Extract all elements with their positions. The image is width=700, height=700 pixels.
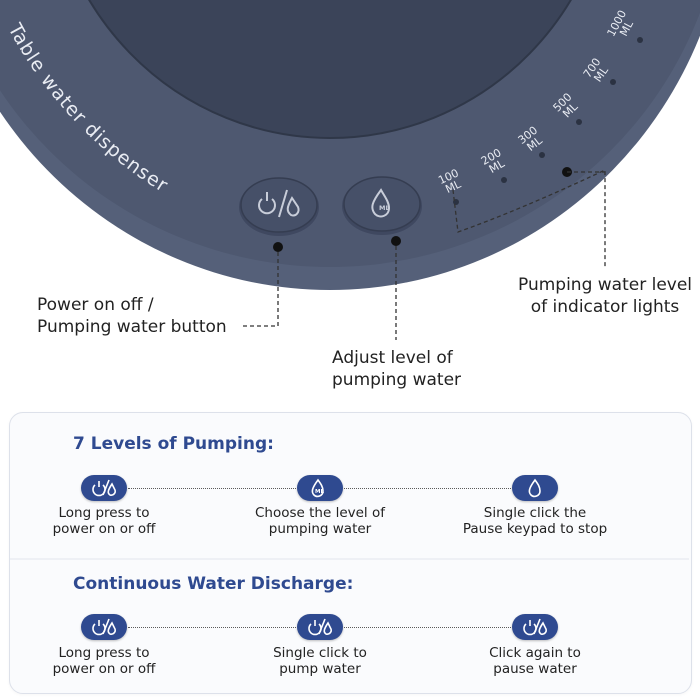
step-caption-line1: Long press to	[58, 645, 150, 661]
svg-text:ML: ML	[379, 204, 390, 212]
level-light	[501, 177, 507, 183]
step-connector	[128, 488, 296, 489]
step-icon-pill	[297, 614, 343, 640]
adjust-callout-dot	[391, 236, 401, 246]
power-callout-label: Power on off / Pumping water button	[37, 295, 227, 337]
level-label: 100ML	[436, 166, 465, 197]
power-droplet-icon	[92, 618, 116, 636]
step-caption-line1: Long press to	[58, 505, 150, 521]
dispenser-illustration: Table water dispenser ML 100ML200ML300ML…	[0, 0, 700, 340]
step-icon-pill	[81, 614, 127, 640]
power-droplet-icon	[258, 189, 300, 218]
step-icon-pill: ML	[297, 475, 343, 501]
step-caption-line1: Click again to	[489, 645, 581, 661]
section-title-levels: 7 Levels of Pumping:	[73, 434, 274, 454]
adjust-callout-label: Adjust level of pumping water	[332, 348, 462, 390]
step-caption-line2: pumping water	[268, 521, 372, 537]
step-icon-pill	[81, 475, 127, 501]
power-button[interactable]	[239, 177, 319, 236]
step-icon-pill	[512, 475, 558, 501]
power-droplet-icon	[523, 618, 547, 636]
step-connector	[344, 488, 511, 489]
power-callout-line	[243, 252, 279, 327]
step-caption-line2: power on or off	[52, 521, 156, 537]
dispenser-top	[89, 0, 571, 138]
section-divider	[10, 558, 689, 560]
power-callout-dot	[273, 242, 283, 252]
level-light	[539, 152, 545, 158]
level-light	[637, 37, 643, 43]
instructions-card	[9, 412, 692, 694]
step-caption-line1: Single click to	[273, 645, 367, 661]
step-connector	[128, 627, 296, 628]
level-light	[610, 79, 616, 85]
power-droplet-icon	[308, 618, 332, 636]
level-light	[576, 119, 582, 125]
step-caption-line2: pause water	[493, 661, 577, 677]
indicator-bracket	[452, 168, 606, 268]
step-caption-line2: power on or off	[52, 661, 156, 677]
droplet-ml-icon: ML	[371, 188, 391, 218]
indicator-callout-label: Pumping water level of indicator lights	[518, 275, 693, 317]
power-droplet-icon	[92, 479, 116, 497]
section-title-continuous: Continuous Water Discharge:	[73, 574, 354, 594]
step-caption-line1: Choose the level of	[255, 505, 385, 521]
droplet-ml-icon: ML	[311, 478, 324, 498]
step-icon-pill	[512, 614, 558, 640]
step-connector	[344, 627, 511, 628]
step-caption-line1: Single click the	[483, 505, 587, 521]
adjust-level-button[interactable]: ML	[342, 176, 422, 235]
droplet-icon	[528, 478, 541, 498]
svg-text:ML: ML	[315, 489, 324, 495]
step-caption-line2: Pause keypad to stop	[462, 521, 608, 537]
step-caption-line2: pump water	[279, 661, 361, 677]
